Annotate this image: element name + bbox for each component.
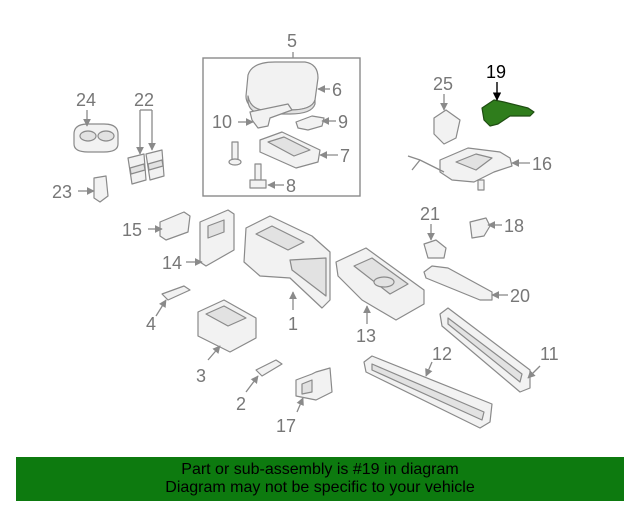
label-22[interactable]: 22 <box>134 90 154 110</box>
label-7[interactable]: 7 <box>340 146 350 166</box>
parts-diagram: 5 6 10 9 7 8 24 <box>52 31 559 436</box>
label-12[interactable]: 12 <box>432 344 452 364</box>
part-12-side-panel[interactable] <box>363 355 493 429</box>
label-8[interactable]: 8 <box>286 176 296 196</box>
screw-in-box <box>228 141 242 166</box>
part-13-shifter-trim[interactable] <box>335 247 425 321</box>
part-1-console-body[interactable] <box>243 215 331 309</box>
label-16[interactable]: 16 <box>532 154 552 174</box>
label-10[interactable]: 10 <box>212 112 232 132</box>
part-3-storage-bin[interactable] <box>197 299 257 353</box>
info-banner: Part or sub-assembly is #19 in diagram D… <box>16 457 624 501</box>
subassembly-5-box <box>202 57 361 197</box>
label-18[interactable]: 18 <box>504 216 524 236</box>
part-4-clip[interactable] <box>161 285 191 301</box>
part-7-storage-tray[interactable] <box>259 131 321 169</box>
part-18-clip[interactable] <box>469 217 491 239</box>
label-2[interactable]: 2 <box>236 394 246 414</box>
part-17-bracket[interactable] <box>295 367 333 401</box>
part-15-panel[interactable] <box>159 211 191 241</box>
part-21-cap[interactable] <box>423 239 447 259</box>
part-16-brake-lever[interactable] <box>407 147 513 191</box>
label-25[interactable]: 25 <box>433 74 453 94</box>
part-9-clip[interactable] <box>295 115 325 131</box>
label-4[interactable]: 4 <box>146 314 156 334</box>
part-22-cup-inserts[interactable] <box>127 149 165 185</box>
banner-line-2: Diagram may not be specific to your vehi… <box>165 479 475 496</box>
part-20-trim-strip[interactable] <box>423 265 493 301</box>
label-6[interactable]: 6 <box>332 80 342 100</box>
label-3[interactable]: 3 <box>196 366 206 386</box>
part-14-side-trim[interactable] <box>199 209 235 267</box>
label-14[interactable]: 14 <box>162 253 182 273</box>
label-23[interactable]: 23 <box>52 182 72 202</box>
label-21[interactable]: 21 <box>420 204 440 224</box>
part-23-bracket[interactable] <box>93 175 109 203</box>
label-19[interactable]: 19 <box>486 62 506 82</box>
label-9[interactable]: 9 <box>338 112 348 132</box>
label-5[interactable]: 5 <box>287 31 297 51</box>
label-17[interactable]: 17 <box>276 416 296 436</box>
part-2-clip[interactable] <box>255 359 283 377</box>
part-8-bolt[interactable] <box>249 163 267 189</box>
label-15[interactable]: 15 <box>122 220 142 240</box>
part-19-highlighted[interactable] <box>481 99 535 127</box>
label-11[interactable]: 11 <box>540 344 559 364</box>
banner-line-1: Part or sub-assembly is #19 in diagram <box>181 461 459 478</box>
label-20[interactable]: 20 <box>510 286 530 306</box>
part-11-side-panel[interactable] <box>439 307 531 393</box>
label-24[interactable]: 24 <box>76 90 96 110</box>
part-25-cover[interactable] <box>433 109 461 145</box>
label-1[interactable]: 1 <box>288 314 298 334</box>
part-24-cup-holder[interactable] <box>73 123 119 153</box>
label-13[interactable]: 13 <box>356 326 376 346</box>
